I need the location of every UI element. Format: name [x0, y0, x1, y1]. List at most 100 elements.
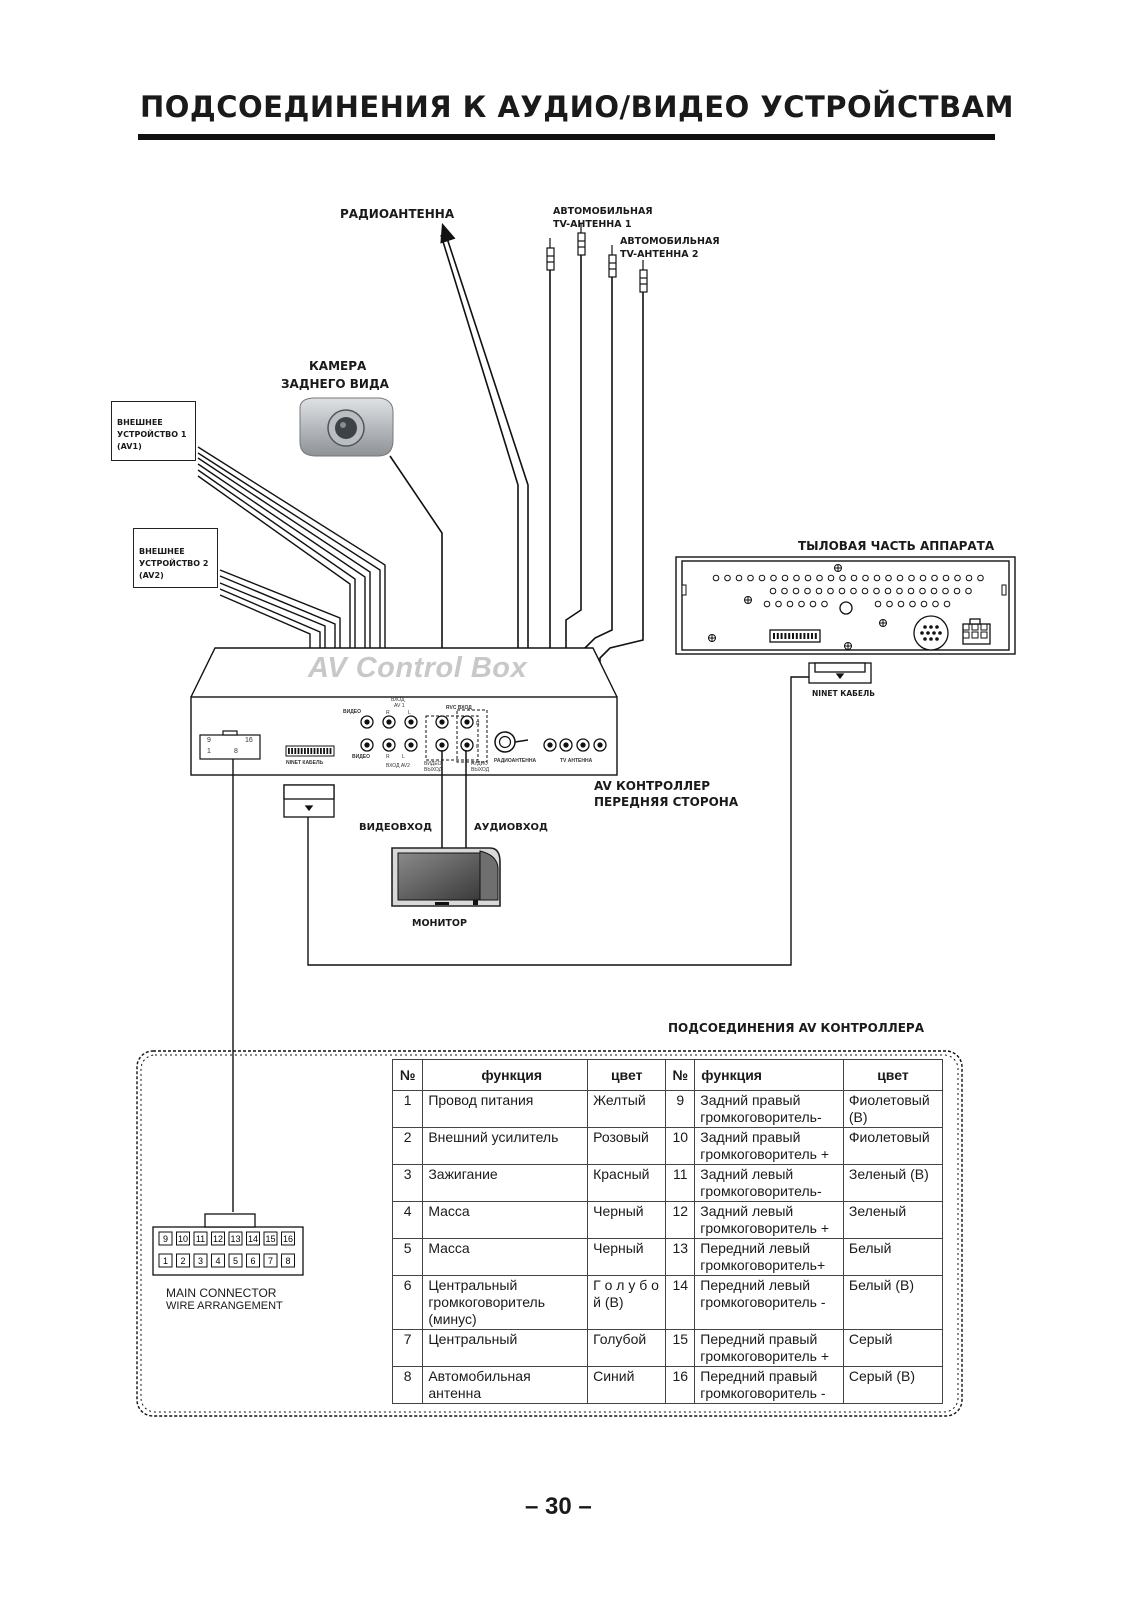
panel-slot	[681, 584, 687, 596]
top-pin-box-10	[176, 1231, 190, 1246]
row-num-1: 7	[391, 1329, 424, 1367]
tv-plug-1	[546, 238, 555, 271]
vent-hole	[886, 600, 893, 608]
page-number: – 30 –	[525, 1493, 592, 1520]
row-function-2: Передний правый громкоговоритель +	[694, 1329, 844, 1367]
rear-camera-label-line2: ЗАДНЕГО ВИДА	[281, 377, 389, 391]
connections-frame-inner	[140, 1054, 959, 1413]
row-num-2: 16	[665, 1366, 696, 1404]
top-pin-box-15	[263, 1231, 278, 1246]
ninet-cable-plug-front	[283, 784, 335, 818]
row-num-2: 15	[665, 1329, 696, 1367]
row-color-2: Фиолетовый (В)	[842, 1090, 944, 1128]
radio-antenna-label: РАДИОАНТЕННА	[340, 207, 455, 221]
ninet-pin	[323, 748, 325, 754]
bottom-pin-label: 3	[198, 1256, 203, 1266]
port-pin	[773, 633, 775, 639]
rear-camera-icon	[299, 397, 394, 457]
wire-table-header: № функция цвет № функция цвет	[391, 1059, 944, 1091]
row-color-2: Серый	[842, 1329, 944, 1367]
vent-hole	[786, 600, 794, 608]
row-function-2: Задний левый громкоговоритель-	[694, 1164, 844, 1202]
rear-panel	[675, 556, 1016, 655]
din-pin	[935, 637, 939, 641]
bottom-pin-box-4	[211, 1253, 225, 1268]
row-function-2: Задний левый громкоговоритель +	[694, 1201, 844, 1239]
panel-r-top-label: R	[386, 710, 390, 716]
port-pin	[780, 633, 783, 639]
av-control-box-title: AV Control Box	[308, 652, 528, 684]
row-color-2: Фиолетовый	[842, 1127, 944, 1165]
row-color-1: Черный	[587, 1201, 667, 1239]
audio-in-label: АУДИОВХОД	[474, 822, 548, 833]
vent-hole	[798, 600, 805, 608]
vent-hole	[953, 587, 961, 595]
screw-head	[708, 634, 716, 642]
av-controller-label-line2: ПЕРЕДНЯЯ СТОРОНА	[594, 795, 739, 809]
vent-hole	[735, 574, 743, 582]
av1-l-jack	[404, 715, 418, 729]
vent-hole	[804, 574, 812, 582]
power-pin	[971, 623, 979, 631]
ninet-pin	[310, 748, 313, 754]
header-num-2: №	[665, 1059, 696, 1091]
vent-hole	[816, 574, 823, 582]
external-device-2-line3: (AV2)	[139, 571, 164, 580]
av2-r-jack	[382, 738, 396, 752]
vent-hole	[758, 574, 766, 582]
vent-hole	[827, 587, 834, 595]
ninet-pin	[316, 748, 319, 754]
panel-l-out-label: L	[476, 744, 479, 750]
tv-antenna-2-label-line2: TV-АНТЕННА 2	[620, 249, 699, 260]
panel-input-av2-label: ВХОД AV2	[386, 763, 410, 769]
screw-mark	[744, 596, 752, 604]
power-pin	[962, 623, 970, 631]
tv-antenna-1-label-line1: АВТОМОБИЛЬНАЯ	[553, 206, 653, 217]
panel-audio-out-line1: АУДИО	[471, 761, 488, 767]
external-device-2-box: ВНЕШНЕЕ УСТРОЙСТВО 2 (AV2)	[133, 528, 218, 588]
vent-hole	[897, 600, 905, 608]
din-pin	[920, 631, 924, 635]
vent-hole	[861, 587, 869, 595]
rvc-dashed-frame	[425, 715, 479, 761]
bottom-pin-box-2	[176, 1253, 190, 1268]
vent-hole	[792, 587, 800, 595]
screw-mark	[708, 634, 716, 642]
bottom-pin-box-3	[193, 1253, 208, 1268]
bottom-pin-label: 1	[163, 1256, 168, 1266]
vent-hole	[977, 574, 984, 582]
tv-antenna-jack-4	[593, 738, 607, 752]
av1-r-jack	[382, 715, 396, 729]
ninet-port	[285, 745, 335, 757]
vent-hole	[747, 574, 754, 582]
ninet-cable-plug-rear	[808, 662, 872, 684]
vent-hole	[781, 587, 788, 595]
row-color-2: Зеленый	[842, 1201, 944, 1239]
ninet-pin	[326, 748, 329, 754]
rca-jacks	[360, 715, 607, 752]
row-function-2: Задний правый громкоговоритель +	[694, 1127, 844, 1165]
row-num-1: 8	[391, 1366, 424, 1404]
row-num-1: 2	[391, 1127, 424, 1165]
monitor-label: МОНИТОР	[412, 918, 467, 929]
main-connector-label-line2: WIRE ARRANGEMENT	[166, 1300, 283, 1312]
monitor-wires	[441, 750, 467, 848]
row-num-1: 6	[391, 1275, 424, 1330]
port-pin	[795, 633, 798, 639]
row-color-2: Белый (В)	[842, 1275, 944, 1330]
top-pin-label: 15	[265, 1234, 275, 1244]
panel-radio-antenna-label: РАДИОАНТЕННА	[494, 758, 537, 764]
header-function-1: функция	[422, 1059, 589, 1091]
panel-tv-antenna-label: TV АНТЕННА	[560, 758, 593, 764]
vent-hole	[907, 587, 915, 595]
power-pin	[980, 631, 988, 639]
vent-hole	[809, 600, 817, 608]
row-num-2: 13	[665, 1238, 696, 1276]
port-pin	[776, 633, 779, 639]
connections-title: ПОДСОЕДИНЕНИЯ AV КОНТРОЛЛЕРА	[668, 1021, 924, 1035]
ninet-pin	[320, 748, 322, 754]
row-num-1: 1	[391, 1090, 424, 1128]
pin-8-label: 8	[234, 748, 238, 755]
